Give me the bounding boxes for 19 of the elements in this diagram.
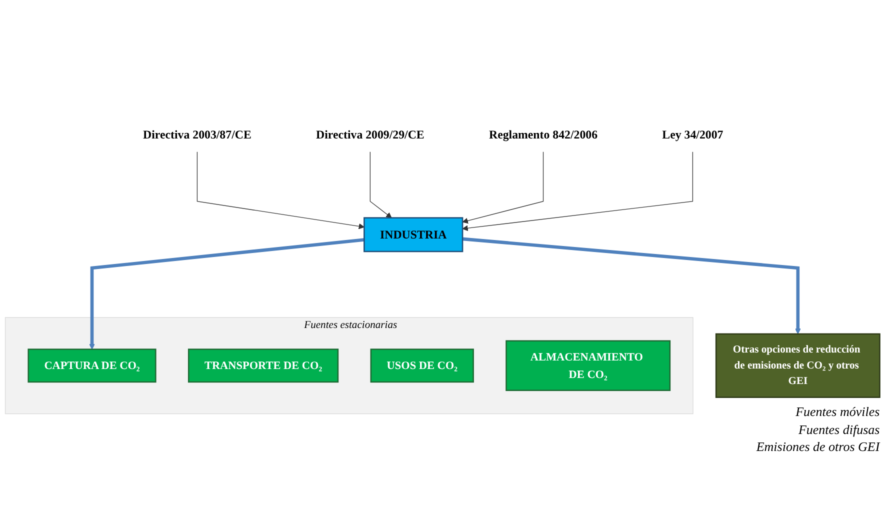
- note-text: Fuentes difusas: [798, 420, 880, 438]
- note-text: Emisiones de otros GEI: [756, 438, 880, 456]
- arrow: [462, 152, 544, 224]
- node-text: Reglamento 842/2006: [488, 128, 598, 142]
- arrow: [462, 152, 694, 232]
- node-box: USOS DE CO₂: [370, 348, 474, 383]
- node-text: Directiva 2009/29/CE: [316, 128, 424, 142]
- arrow: [370, 152, 392, 218]
- node-text: Ley 34/2007: [662, 128, 724, 142]
- arrow: [462, 237, 801, 334]
- node-text: Directiva 2003/87/CE: [143, 128, 252, 142]
- node-box: Otras opciones de reducción de emisiones de CO₂ y otros GEI: [715, 333, 880, 398]
- node-box: TRANSPORTE DE CO₂: [188, 348, 339, 383]
- node-box: CAPTURA DE CO₂: [28, 348, 156, 383]
- node-box: INDUSTRIA: [364, 217, 464, 252]
- node-box: ALMACENAMIENTO DE CO₂: [506, 340, 671, 392]
- note-text: Fuentes móviles: [796, 403, 880, 421]
- arrow: [196, 152, 364, 230]
- arrow: [89, 238, 364, 350]
